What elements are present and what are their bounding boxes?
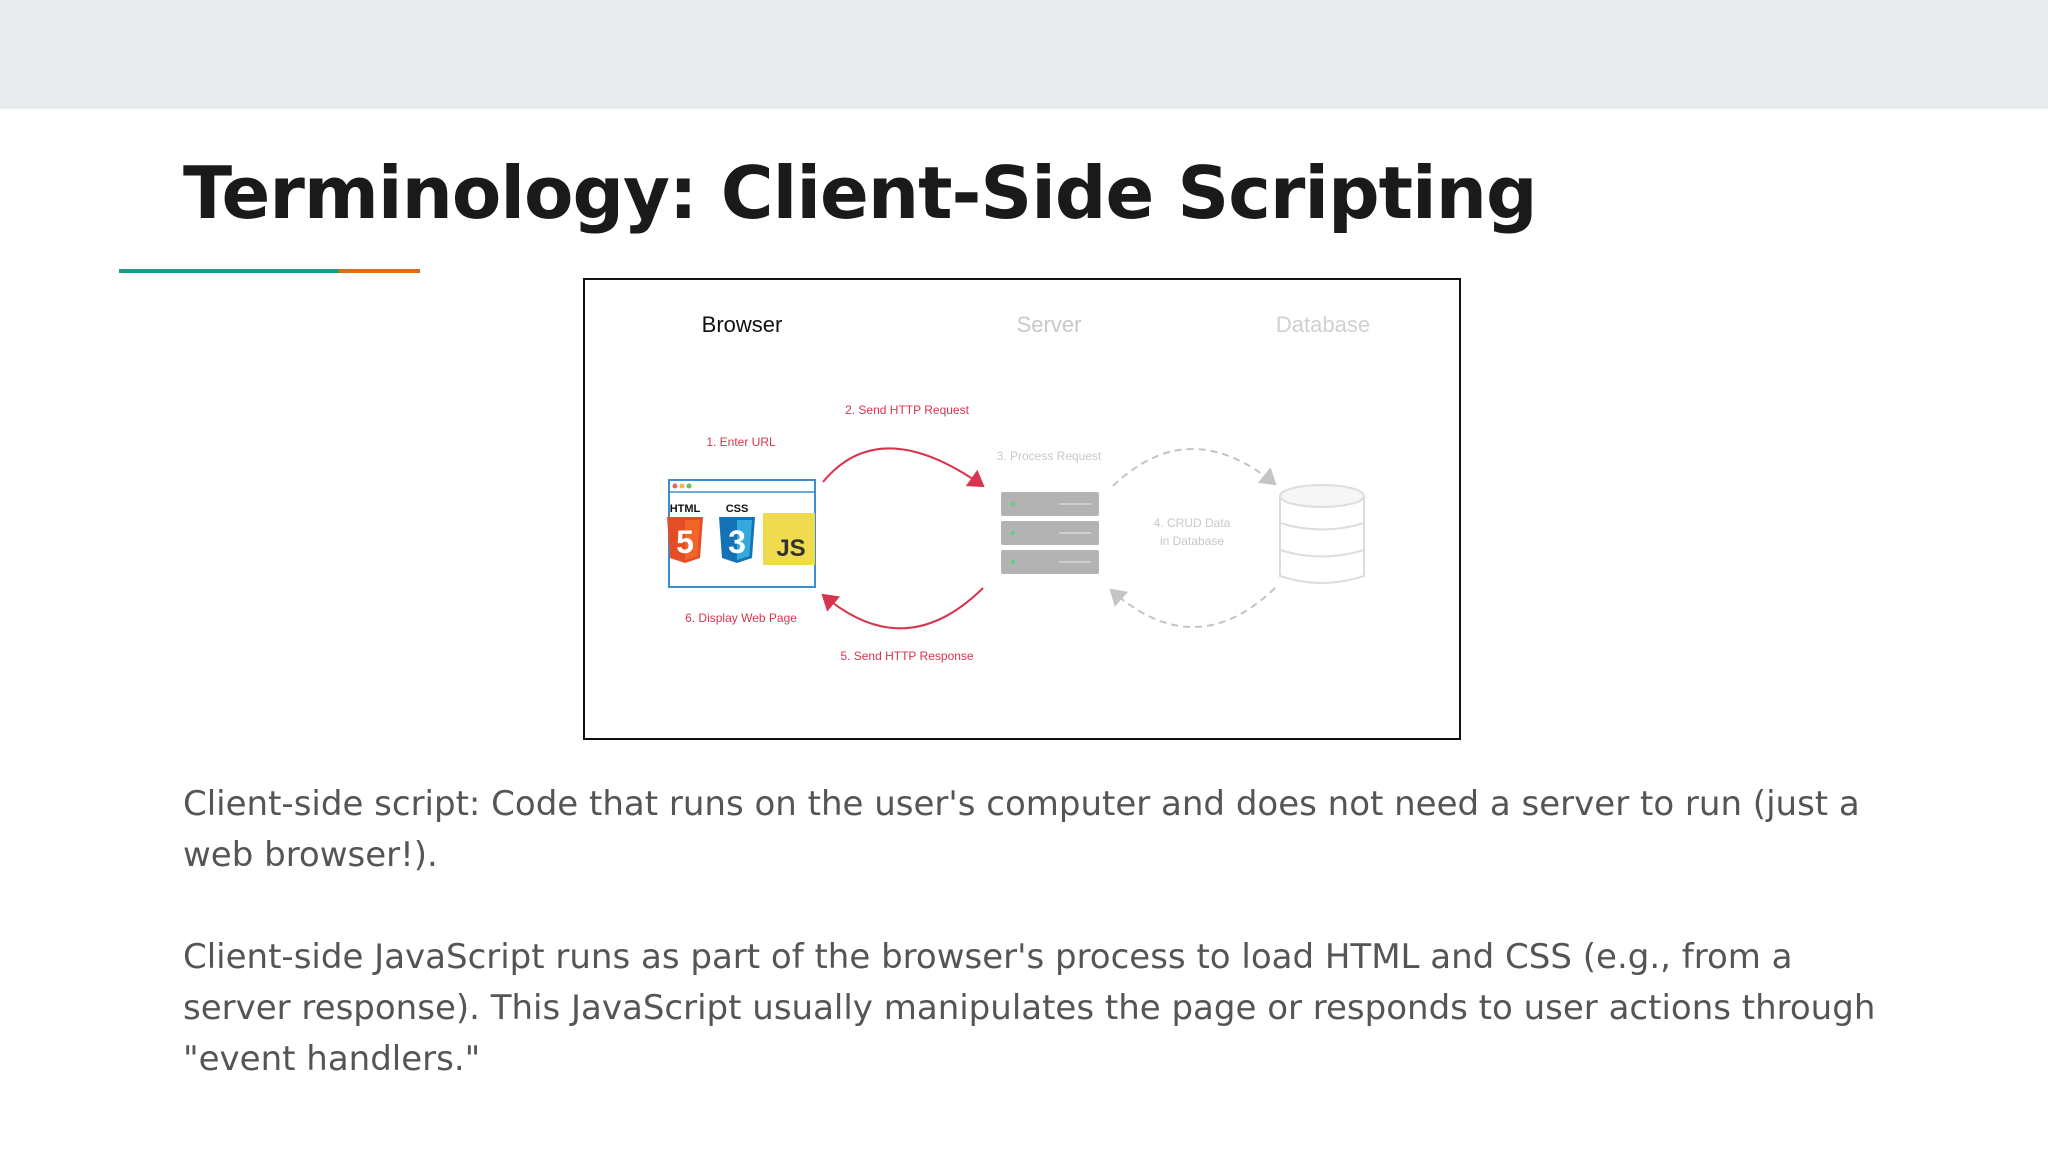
db-request-arrow <box>1112 448 1277 487</box>
svg-text:HTML: HTML <box>670 503 701 515</box>
step-crud-line2: in Database <box>1160 534 1224 548</box>
title-underline-orange <box>339 269 420 273</box>
db-response-arrow <box>1109 587 1276 628</box>
svg-text:CSS: CSS <box>726 503 749 515</box>
css3-logo-icon: CSS 3 <box>719 503 755 563</box>
svg-text:3: 3 <box>728 524 746 560</box>
client-server-diagram: Browser Server Database 1. Enter URL 2. … <box>583 278 1461 740</box>
step-send-response: 5. Send HTTP Response <box>840 649 974 663</box>
response-arrow <box>821 587 984 630</box>
slide-title: Terminology: Client-Side Scripting <box>183 151 1538 235</box>
html5-logo-icon: HTML 5 <box>667 503 703 563</box>
top-banner <box>0 0 2048 109</box>
title-underline-teal <box>119 269 339 273</box>
column-browser-label: Browser <box>702 312 783 337</box>
paragraph-client-side-javascript: Client-side JavaScript runs as part of t… <box>183 937 1876 1079</box>
step-send-request: 2. Send HTTP Request <box>845 403 970 417</box>
svg-text:5: 5 <box>676 524 694 560</box>
step-display-page: 6. Display Web Page <box>685 611 797 625</box>
paragraph-client-side-script: Client-side script: Code that runs on th… <box>183 784 1860 875</box>
step-crud-line1: 4. CRUD Data <box>1154 516 1231 530</box>
database-icon <box>1279 484 1365 584</box>
javascript-logo-icon: JS <box>763 513 815 565</box>
step-enter-url: 1. Enter URL <box>706 435 776 449</box>
svg-text:JS: JS <box>776 535 805 562</box>
request-arrow <box>822 447 985 488</box>
server-stack-icon <box>1001 492 1099 574</box>
step-process-request: 3. Process Request <box>997 449 1102 463</box>
column-server-label: Server <box>1017 312 1082 337</box>
column-database-label: Database <box>1276 312 1370 337</box>
